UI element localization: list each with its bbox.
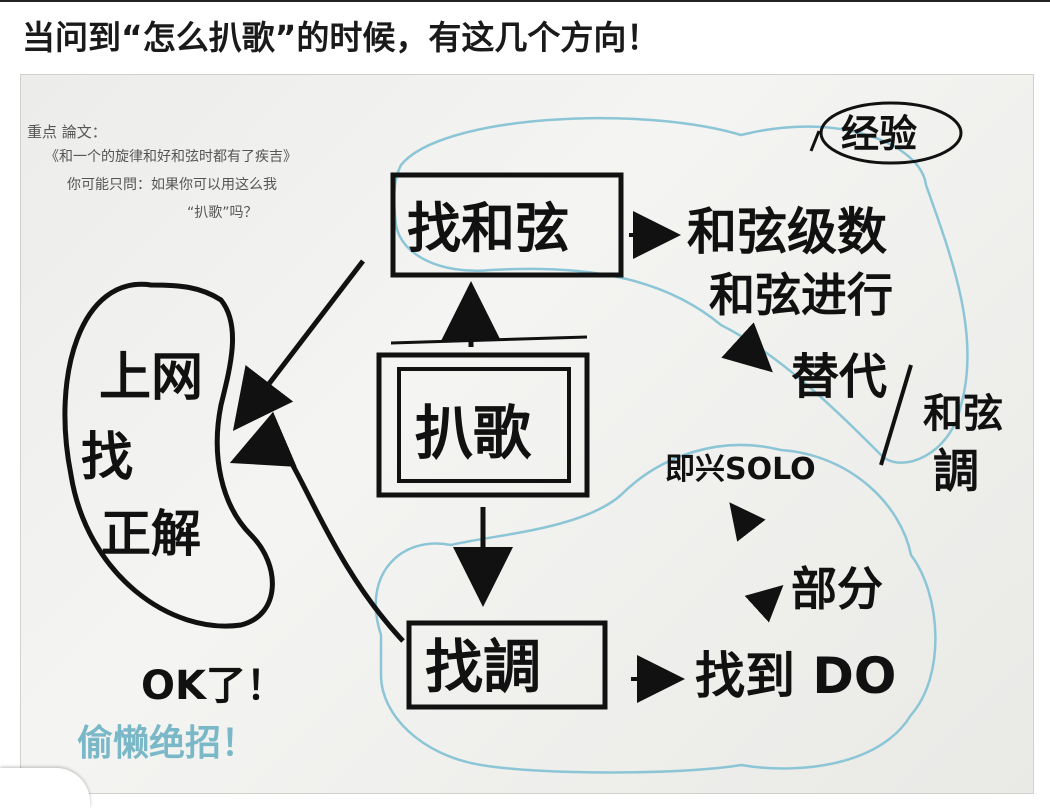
chord-progression-label: 和弦进行 <box>709 268 893 322</box>
article-heading: 当问到“怎么扒歌”的时候，有这几个方向！ <box>22 18 660 57</box>
note-line-2: 你可能只問：如果你可以用这么我 <box>67 176 277 193</box>
blue-cloud-upper <box>392 116 969 464</box>
oval-line-answer: 正解 <box>101 505 201 563</box>
experience-label: 经验 <box>841 112 917 156</box>
arrow-to-substitution <box>721 322 773 373</box>
chords-right-label: 和弦 <box>923 391 1003 437</box>
find-key-label: 找調 <box>425 633 541 701</box>
section-label: 部分 <box>791 562 883 616</box>
transcribe-box: 扒歌 <box>376 335 590 498</box>
oval-line-find: 找 <box>81 428 133 488</box>
note-line-3: “扒歌”吗？ <box>187 205 258 221</box>
chord-degrees-label: 和弦级数 <box>687 203 887 261</box>
substitution-label: 替代 <box>791 349 887 405</box>
find-key-box: 找調 <box>406 620 608 710</box>
search-online-oval: 上网 找 正解 <box>62 281 275 629</box>
oval-line-online: 上网 <box>99 348 203 408</box>
floating-widget-corner[interactable] <box>0 768 90 808</box>
note-line-1: 《和一个的旋律和好和弦时都有了疾吉》 <box>45 149 297 165</box>
find-do-label: 找到 DO <box>695 647 896 705</box>
arrow-to-section <box>744 584 784 623</box>
arrow-chords-to-online <box>232 259 365 431</box>
mind-map-diagram: 重点 論文： 《和一个的旋律和好和弦时都有了疾吉》 你可能只問：如果你可以用这么… <box>27 101 1003 774</box>
key-right-label: 調 <box>933 444 979 498</box>
top-divider <box>0 0 1050 2</box>
lazy-trick-label: 偷懒绝招！ <box>77 722 257 764</box>
whiteboard-photo: 重点 論文： 《和一个的旋律和好和弦时都有了疾吉》 你可能只問：如果你可以用这么… <box>20 74 1034 794</box>
arrow-key-to-online <box>229 411 405 643</box>
blue-cloud-lower <box>374 443 937 774</box>
find-chords-label: 找和弦 <box>407 197 569 260</box>
ok-label: OK了！ <box>141 663 286 709</box>
note-title: 重点 論文： <box>27 123 107 141</box>
transcribe-label: 扒歌 <box>415 399 532 467</box>
improv-solo-label: 即兴SOLO <box>665 452 816 487</box>
find-chords-box: 找和弦 <box>390 172 624 278</box>
arrow-to-solo <box>729 502 766 542</box>
experience-label-group: 经验 <box>809 101 963 165</box>
slash-divider <box>879 364 913 466</box>
